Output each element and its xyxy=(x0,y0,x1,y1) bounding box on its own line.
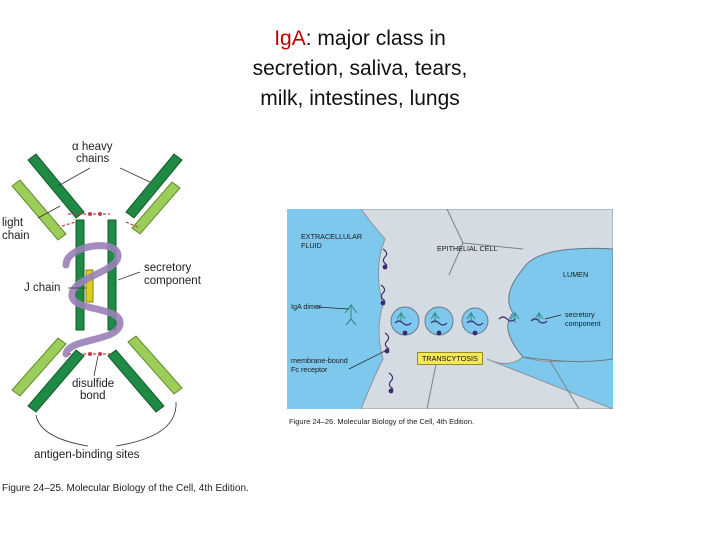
label-antigen-binding-sites: antigen-binding sites xyxy=(34,449,140,462)
label-membrane-bound: membrane-bound xyxy=(291,357,348,365)
slide-title: IgA: major class in secretion, saliva, t… xyxy=(180,24,540,114)
label-extracellular-1: EXTRACELLULAR xyxy=(301,233,362,241)
label-light: light xyxy=(2,217,23,230)
label-iga-dimer: IgA dimer xyxy=(291,303,321,311)
right-figure-caption: Figure 24–26. Molecular Biology of the C… xyxy=(289,417,474,426)
label-extracellular-2: FLUID xyxy=(301,242,322,250)
transcytosis-figure: EXTRACELLULAR FLUID EPITHELIAL CELL LUME… xyxy=(287,209,613,409)
label-bond: bond xyxy=(80,390,106,403)
transcytosis-label: TRANSCYTOSIS xyxy=(417,352,483,365)
label-secretory: secretory xyxy=(144,262,191,275)
title-line-1: : major class in xyxy=(306,27,446,50)
title-line-2: secretion, saliva, tears, xyxy=(180,54,540,84)
title-keyword: IgA xyxy=(274,27,306,50)
label-fc-receptor: Fc receptor xyxy=(291,366,327,374)
title-line-3: milk, intestines, lungs xyxy=(180,84,540,114)
label-epithelial-cell: EPITHELIAL CELL xyxy=(437,245,497,253)
label-secretory: secretory xyxy=(565,311,595,319)
upper-disulfide-bonds xyxy=(62,212,140,228)
label-chains: chains xyxy=(76,153,109,166)
label-chain: chain xyxy=(2,230,30,243)
label-component: component xyxy=(565,320,601,328)
left-figure-caption: Figure 24–25. Molecular Biology of the C… xyxy=(2,483,249,494)
label-component: component xyxy=(144,275,201,288)
label-j-chain: J chain xyxy=(24,282,60,295)
label-lumen: LUMEN xyxy=(563,271,588,279)
iga-structure-figure: α heavy chains light chain secretory com… xyxy=(0,130,300,510)
